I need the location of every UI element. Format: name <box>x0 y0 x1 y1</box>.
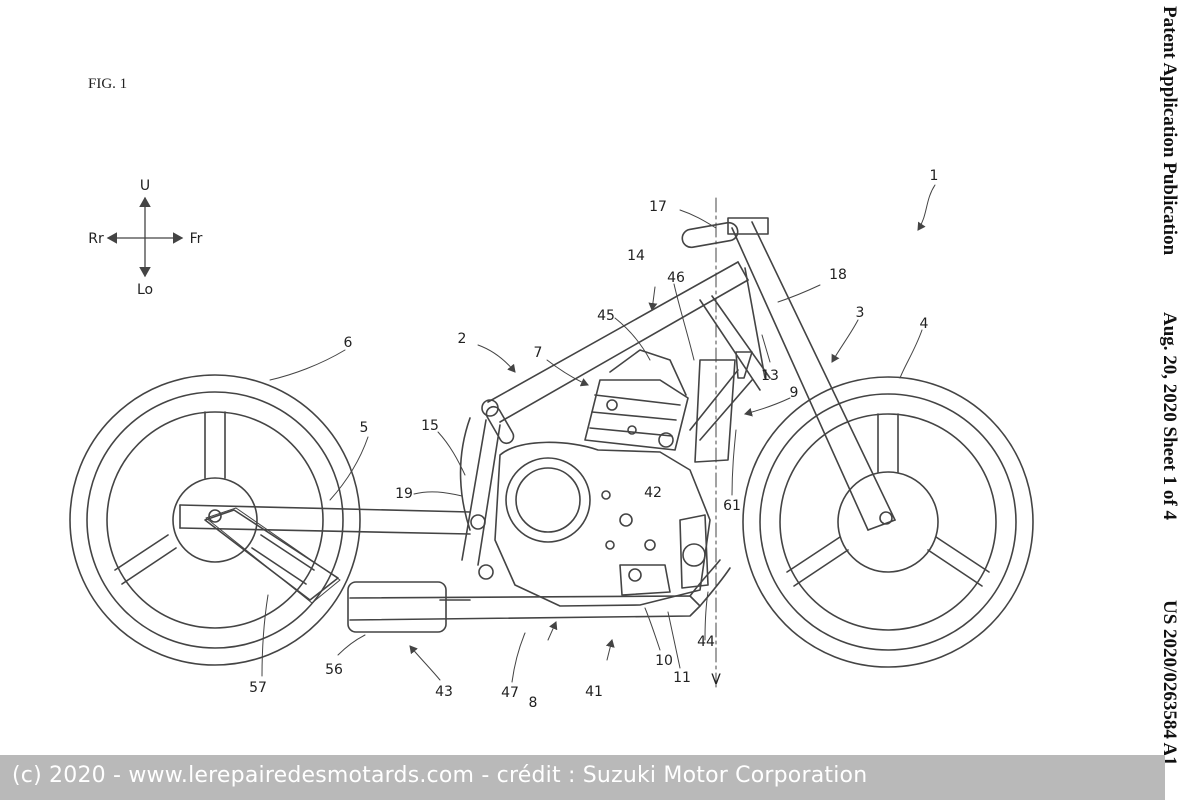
ref-numeral-9: 9 <box>790 385 799 401</box>
compass-up-label: U <box>140 178 150 194</box>
ref-numeral-61: 61 <box>723 498 741 514</box>
ref-numeral-18: 18 <box>829 267 847 283</box>
patent-side-header: Patent Application Publication Aug. 20, … <box>1158 0 1200 800</box>
ref-numeral-17: 17 <box>649 199 667 215</box>
ref-numeral-46: 46 <box>667 270 685 286</box>
reference-axis-label: V <box>711 672 721 688</box>
ref-numeral-19: 19 <box>395 486 413 502</box>
ref-numeral-4: 4 <box>920 316 929 332</box>
ref-numeral-11: 11 <box>673 670 691 686</box>
engine <box>495 350 710 606</box>
ref-numeral-41: 41 <box>585 684 603 700</box>
compass-down-label: Lo <box>137 282 153 298</box>
ref-numeral-47: 47 <box>501 685 519 701</box>
header-patent-number: US 2020/0263584 A1 <box>1158 600 1180 766</box>
rear-wheel <box>70 375 360 665</box>
ref-numeral-6: 6 <box>344 335 353 351</box>
radiator <box>695 352 752 462</box>
ref-numeral-44: 44 <box>697 634 715 650</box>
ref-numeral-57: 57 <box>249 680 267 696</box>
ref-numeral-1: 1 <box>930 168 939 184</box>
caption-credit: (c) 2020 - www.lerepairedesmotards.com -… <box>12 763 867 788</box>
ref-numeral-3: 3 <box>856 305 865 321</box>
compass-rear-label: Rr <box>88 231 104 247</box>
ref-numeral-10: 10 <box>655 653 673 669</box>
ref-numeral-13: 13 <box>761 368 779 384</box>
ref-numeral-43: 43 <box>435 684 453 700</box>
ref-numeral-56: 56 <box>325 662 343 678</box>
header-publication: Patent Application Publication <box>1158 6 1180 255</box>
ref-numeral-15: 15 <box>421 418 439 434</box>
compass-front-label: Fr <box>190 231 203 247</box>
direction-compass <box>108 198 182 276</box>
ref-numeral-42: 42 <box>644 485 662 501</box>
ref-numeral-7: 7 <box>534 345 543 361</box>
header-date-sheet: Aug. 20, 2020 Sheet 1 of 4 <box>1158 312 1180 520</box>
ref-numeral-2: 2 <box>458 331 467 347</box>
ref-numeral-5: 5 <box>360 420 369 436</box>
ref-numeral-45: 45 <box>597 308 615 324</box>
ref-numeral-8: 8 <box>529 695 538 711</box>
main-frame <box>461 262 770 579</box>
ref-numeral-14: 14 <box>627 248 645 264</box>
motorcycle-drawing: U Lo Rr Fr 1 2 3 4 5 6 7 8 9 10 11 13 14… <box>0 0 1160 755</box>
